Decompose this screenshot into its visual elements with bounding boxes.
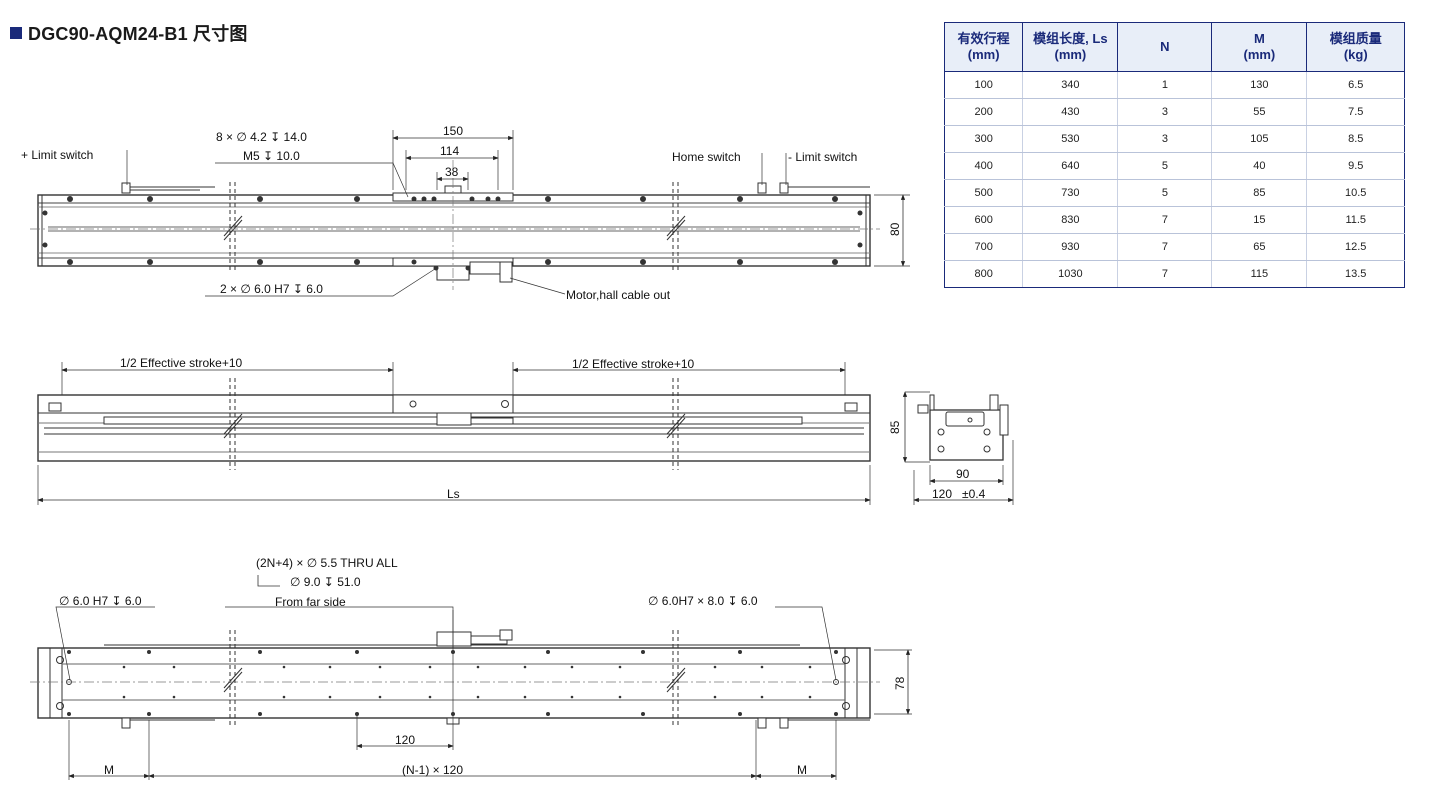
- table-cell: 6.5: [1306, 71, 1405, 99]
- right-pin-note: ∅ 6.0H7 × 8.0 ↧ 6.0: [648, 594, 758, 608]
- top-view: [30, 130, 910, 297]
- motor-cable-label: Motor,hall cable out: [566, 288, 671, 302]
- table-cell: 400: [943, 152, 1023, 180]
- table-cell: 340: [1022, 71, 1118, 99]
- table-cell: 40: [1211, 152, 1307, 180]
- height-78-label: 78: [893, 676, 907, 690]
- n-pitch-label: (N-1) × 120: [402, 763, 463, 777]
- table-cell: 1030: [1022, 260, 1118, 288]
- table-cell: 830: [1022, 206, 1118, 234]
- bottom-view-labels: (2N+4) × ∅ 5.5 THRU ALL ∅ 9.0 ↧ 51.0 Fro…: [59, 556, 907, 777]
- table-cell: 9.5: [1306, 152, 1405, 180]
- plus-limit-switch-label: + Limit switch: [21, 148, 93, 162]
- dim-38-label: 38: [445, 165, 459, 179]
- end-width-90-label: 90: [956, 467, 970, 481]
- table-cell: 730: [1022, 179, 1118, 207]
- holes-note: 8 × ∅ 4.2 ↧ 14.0: [216, 130, 307, 144]
- table-cell: 100: [943, 71, 1023, 99]
- table-cell: 930: [1022, 233, 1118, 261]
- table-cell: 7.5: [1306, 98, 1405, 126]
- table-cell: 15: [1211, 206, 1307, 234]
- table-cell: 85: [1211, 179, 1307, 207]
- table-cell: 130: [1211, 71, 1307, 99]
- table-cell: 640: [1022, 152, 1118, 180]
- header-mass: 模组质量(kg): [1306, 22, 1405, 72]
- header-stroke: 有效行程(mm): [943, 22, 1024, 72]
- pin-note: 2 × ∅ 6.0 H7 ↧ 6.0: [220, 282, 323, 296]
- table-cell: 55: [1211, 98, 1307, 126]
- thru-hole-note: (2N+4) × ∅ 5.5 THRU ALL: [256, 556, 398, 570]
- table-cell: 13.5: [1306, 260, 1405, 288]
- header-m: M(mm): [1211, 22, 1308, 72]
- ls-label: Ls: [447, 487, 460, 501]
- table-cell: 600: [943, 206, 1023, 234]
- table-cell: 300: [943, 125, 1023, 153]
- thread-note: M5 ↧ 10.0: [243, 149, 300, 163]
- table-cell: 1: [1117, 71, 1212, 99]
- end-tolerance-label: ±0.4: [962, 487, 986, 501]
- title-text: DGC90-AQM24-B1 尺寸图: [28, 24, 248, 44]
- table-cell: 7: [1117, 206, 1212, 234]
- table-cell: 200: [943, 98, 1023, 126]
- dim-150-label: 150: [443, 124, 463, 138]
- table-cell: 800: [943, 260, 1023, 288]
- header-n: N: [1117, 22, 1213, 72]
- height-85-label: 85: [888, 420, 902, 434]
- home-switch-label: Home switch: [672, 150, 741, 164]
- side-view-labels: 1/2 Effective stroke+10 1/2 Effective st…: [120, 356, 986, 501]
- table-header-row: 有效行程(mm) 模组长度, Ls(mm) N M(mm) 模组质量(kg): [943, 22, 1405, 72]
- top-view-labels: 8 × ∅ 4.2 ↧ 14.0 M5 ↧ 10.0 150 114 38 + …: [21, 124, 902, 302]
- counterbore-note: ∅ 9.0 ↧ 51.0: [290, 575, 361, 589]
- left-pin-note: ∅ 6.0 H7 ↧ 6.0: [59, 594, 142, 608]
- spec-table: 有效行程(mm) 模组长度, Ls(mm) N M(mm) 模组质量(kg) 1…: [943, 22, 1405, 288]
- table-cell: 3: [1117, 125, 1212, 153]
- table-cell: 5: [1117, 179, 1212, 207]
- table-cell: 11.5: [1306, 206, 1405, 234]
- side-view: [37, 362, 871, 505]
- end-view: [902, 391, 1014, 505]
- table-cell: 105: [1211, 125, 1307, 153]
- table-cell: 115: [1211, 260, 1307, 288]
- table-cell: 7: [1117, 260, 1212, 288]
- right-stroke-label: 1/2 Effective stroke+10: [572, 357, 695, 371]
- far-side-label: From far side: [275, 595, 346, 609]
- header-length: 模组长度, Ls(mm): [1022, 22, 1119, 72]
- table-cell: 3: [1117, 98, 1212, 126]
- table-cell: 7: [1117, 233, 1212, 261]
- dim-114-label: 114: [440, 144, 459, 158]
- m-right-label: M: [797, 763, 807, 777]
- title-square-icon: [10, 27, 22, 39]
- table-cell: 500: [943, 179, 1023, 207]
- height-80-label: 80: [888, 222, 902, 236]
- end-width-120-label: 120: [932, 487, 952, 501]
- table-cell: 65: [1211, 233, 1307, 261]
- table-cell: 5: [1117, 152, 1212, 180]
- page-title: DGC90-AQM24-B1 尺寸图: [10, 20, 248, 46]
- table-cell: 530: [1022, 125, 1118, 153]
- table-cell: 10.5: [1306, 179, 1405, 207]
- m-left-label: M: [104, 763, 114, 777]
- left-stroke-label: 1/2 Effective stroke+10: [120, 356, 243, 370]
- table-cell: 12.5: [1306, 233, 1405, 261]
- bottom-view: [30, 575, 912, 780]
- pitch-120-label: 120: [395, 733, 415, 747]
- table-cell: 700: [943, 233, 1023, 261]
- table-cell: 8.5: [1306, 125, 1405, 153]
- minus-limit-switch-label: - Limit switch: [788, 150, 857, 164]
- table-cell: 430: [1022, 98, 1118, 126]
